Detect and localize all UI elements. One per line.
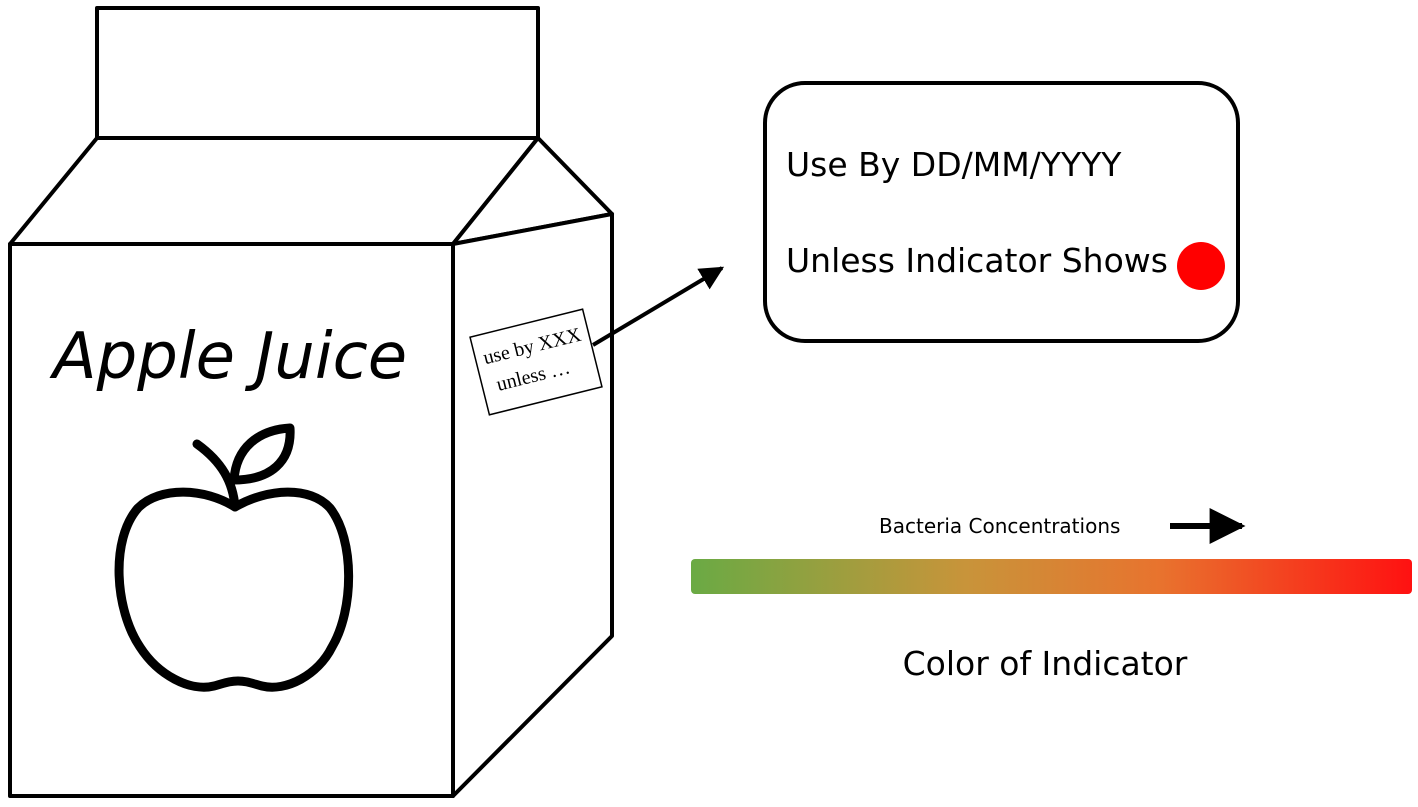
apple-icon <box>114 423 354 692</box>
carton-roof-front <box>8 136 540 246</box>
label-box <box>763 81 1240 343</box>
bacteria-concentrations-label: Bacteria Concentrations <box>879 514 1120 538</box>
indicator-dot <box>1177 242 1225 290</box>
callout-arrow <box>591 266 725 347</box>
apple-stem <box>192 439 240 512</box>
carton-top-flap <box>95 6 540 140</box>
apple-leaf <box>229 423 295 485</box>
product-name: Apple Juice <box>49 320 407 394</box>
carton-side-face <box>451 212 614 798</box>
use-by-sticker: use by XXX unless … <box>469 308 603 416</box>
apple-body <box>114 487 354 692</box>
label-use-by-text: Use By DD/MM/YYYY <box>786 145 1122 184</box>
indicator-color-gradient-bar <box>691 559 1412 594</box>
color-of-indicator-caption: Color of Indicator <box>903 644 1188 683</box>
label-unless-text: Unless Indicator Shows <box>786 241 1168 280</box>
sticker-frame <box>469 308 603 416</box>
